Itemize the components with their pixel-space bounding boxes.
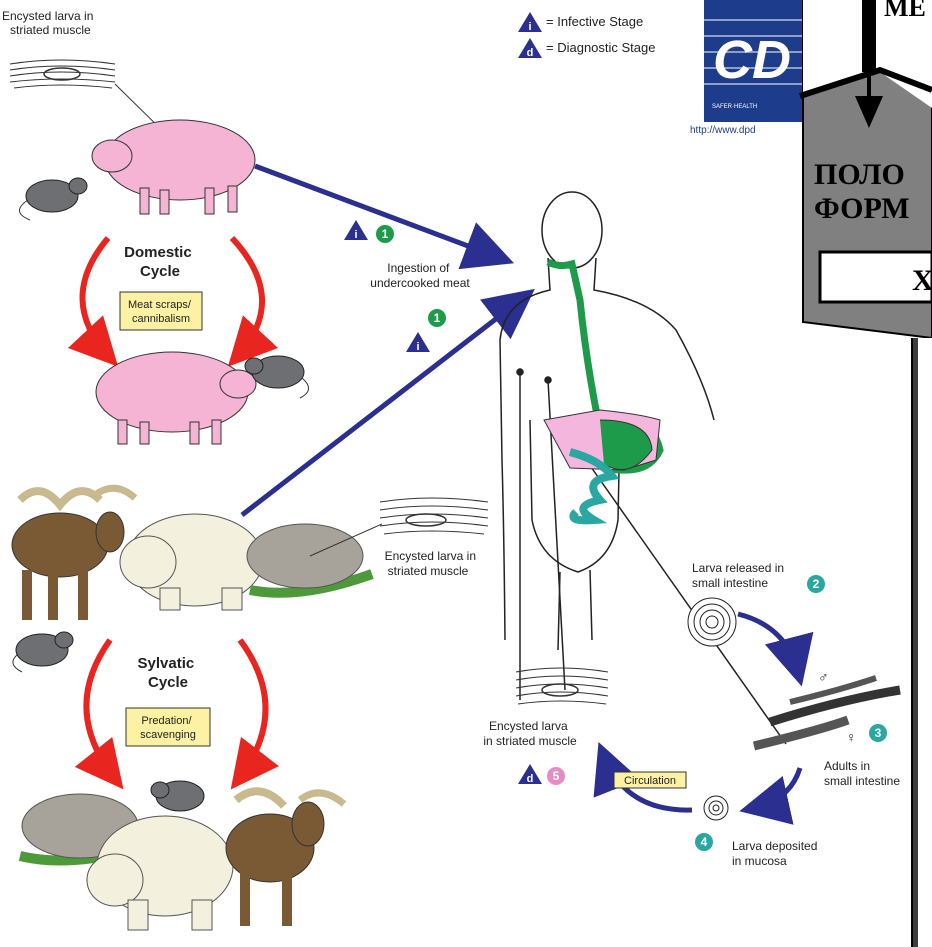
svg-text:♂: ♂: [818, 669, 829, 685]
svg-text:CD: CD: [713, 30, 791, 90]
rat-domestic-1: [19, 178, 87, 220]
svg-text:4: 4: [701, 835, 708, 849]
sylvatic-encysted-label: Encysted larva in striated muscle: [385, 549, 480, 578]
moose-top: [12, 488, 135, 620]
svg-text:SAFER·HEALTH: SAFER·HEALTH: [712, 104, 757, 110]
circulation-label: Circulation: [624, 775, 676, 787]
domestic-encysted-label: Encysted larva in striated muscle: [2, 9, 97, 37]
rat-sylvatic-1: [13, 632, 73, 672]
diagnostic-stage-label: = Diagnostic Stage: [546, 40, 655, 55]
svg-text:1: 1: [434, 311, 441, 325]
svg-text:i: i: [528, 21, 531, 33]
overlay-text-line4: Х: [912, 264, 932, 297]
svg-text:Larva deposited in mucos: Larva deposited in mucosa: [732, 839, 821, 868]
svg-text:i: i: [354, 229, 357, 241]
stage-2: Larva released in small intestine 2: [688, 561, 825, 672]
rat-domestic-2: [245, 356, 309, 398]
infective-stage-label: = Infective Stage: [546, 14, 643, 29]
cdc-logo: CD SAFER·HEALTH http://www.dpd: [690, 0, 808, 136]
overlay-text-line1: МЕ: [884, 0, 926, 22]
legend: i = Infective Stage d = Diagnostic Stage: [518, 12, 655, 59]
sylvatic-arrow-right: [238, 640, 266, 780]
striated-muscle-sketch-bottom: [516, 668, 608, 704]
svg-text:♀: ♀: [846, 729, 857, 745]
svg-text:Adults in small intestin: Adults in small intestine: [824, 759, 900, 788]
infective-stage-icon: i: [518, 12, 542, 33]
domestic-cycle-title: Domestic Cycle: [124, 244, 196, 280]
domestic-arrow-right: [232, 238, 262, 358]
carcass-top: [247, 524, 372, 593]
digestive-tract: [544, 262, 660, 520]
svg-text:Encysted larva in striat: Encysted larva in striated muscle: [483, 719, 577, 748]
pig-bottom: [96, 352, 256, 444]
rat-sylvatic-2: [151, 781, 204, 811]
sylvatic-arrow-left: [86, 640, 116, 780]
stage-5: Encysted larva in striated muscle d 5: [483, 668, 608, 785]
ingestion-label: Ingestion of undercooked meat: [370, 261, 470, 290]
stage-4: 4 Larva deposited in mucosa Circulation: [604, 756, 821, 868]
overlay-text-line3: ФОРМ: [814, 192, 910, 225]
cdc-url: http://www.dpd: [690, 125, 756, 136]
slide-overlay-fragment: МЕ ПОЛО ФОРМ Х: [800, 0, 932, 947]
svg-text:5: 5: [553, 769, 560, 783]
domestic-arrow-left: [82, 238, 110, 358]
polar-bear-top: [120, 514, 263, 610]
overlay-text-line2: ПОЛО: [814, 158, 905, 191]
sylvatic-cycle: Encysted larva in striated muscle Sylvat…: [12, 488, 488, 930]
domestic-cycle: Encysted larva in striated muscle: [2, 9, 309, 444]
svg-text:i: i: [416, 341, 419, 353]
pig-top: [92, 120, 255, 214]
infective-marker-upper: i 1: [344, 220, 394, 243]
diagnostic-stage-icon: d: [518, 38, 542, 59]
infective-marker-lower: i 1: [406, 309, 446, 353]
svg-text:1: 1: [382, 227, 389, 241]
ingestion: i 1 Ingestion of undercooked meat i 1: [242, 166, 523, 515]
moose-bottom: [226, 791, 344, 926]
sylvatic-cycle-title: Sylvatic Cycle: [138, 655, 199, 691]
svg-text:d: d: [527, 47, 534, 59]
larva-coil-icon: [688, 598, 736, 646]
svg-text:2: 2: [813, 577, 820, 591]
svg-text:Larva released in small: Larva released in small intestine: [692, 561, 787, 590]
larva-small-coil-icon: [704, 796, 728, 820]
svg-text:3: 3: [875, 726, 882, 740]
svg-text:d: d: [527, 773, 534, 785]
